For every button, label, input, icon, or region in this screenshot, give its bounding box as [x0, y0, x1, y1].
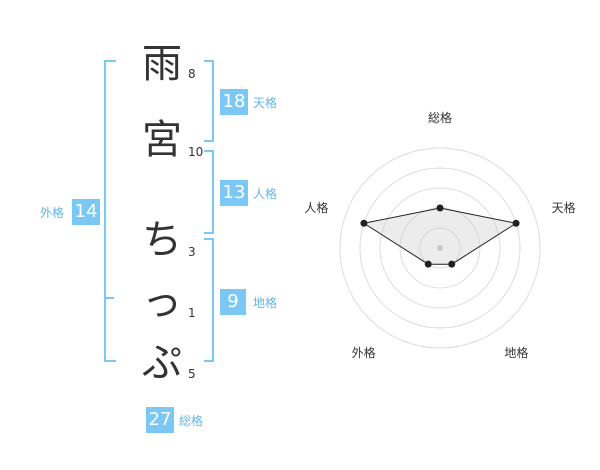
name-char-5: ぷ — [142, 340, 182, 386]
name-char-2: 宮 — [142, 117, 182, 163]
name-char-4: っ — [142, 279, 182, 325]
gaikaku-label: 外格 — [40, 206, 65, 220]
radar-point-3 — [448, 260, 456, 268]
radar-axis-label-5: 人格 — [304, 200, 328, 215]
soukaku-label: 総格 — [179, 414, 204, 428]
radar-center — [437, 245, 443, 251]
radar-axis-label-1: 総格 — [428, 110, 452, 125]
radar-polygon — [362, 207, 518, 265]
chikaku-label: 地格 — [253, 296, 278, 310]
chikaku-badge: 9 — [220, 289, 246, 315]
radar-axis-label-3: 地格 — [504, 345, 528, 360]
stroke-count-3: 3 — [188, 245, 196, 259]
name-char-1: 雨 — [142, 41, 182, 87]
jinkaku-bracket — [204, 150, 214, 234]
gaikaku-bracket-tick — [104, 297, 114, 299]
radar-axis-label-4: 外格 — [352, 345, 376, 360]
soukaku-badge: 27 — [146, 407, 174, 433]
tenkaku-bracket — [204, 60, 214, 142]
gaikaku-bracket — [104, 60, 116, 362]
radar-ring-1 — [419, 227, 461, 269]
jinkaku-badge: 13 — [220, 180, 248, 206]
chikaku-bracket — [204, 238, 214, 362]
stroke-count-5: 5 — [188, 367, 196, 381]
jinkaku-label: 人格 — [253, 187, 278, 201]
radar-ring-3 — [379, 187, 501, 309]
radar-axis-label-2: 天格 — [552, 200, 576, 215]
tenkaku-label: 天格 — [253, 96, 278, 110]
radar-ring-4 — [359, 167, 521, 329]
radar-ring-5 — [339, 147, 541, 349]
gaikaku-badge: 14 — [72, 199, 100, 225]
name-char-3: ち — [142, 217, 182, 263]
stroke-count-4: 1 — [188, 306, 196, 320]
radar-point-2 — [512, 219, 520, 227]
radar-point-1 — [436, 204, 444, 212]
stroke-count-1: 8 — [188, 67, 196, 81]
radar-point-5 — [360, 219, 368, 227]
tenkaku-badge: 18 — [220, 89, 248, 115]
radar-point-4 — [424, 260, 432, 268]
stroke-count-2: 10 — [188, 145, 204, 159]
